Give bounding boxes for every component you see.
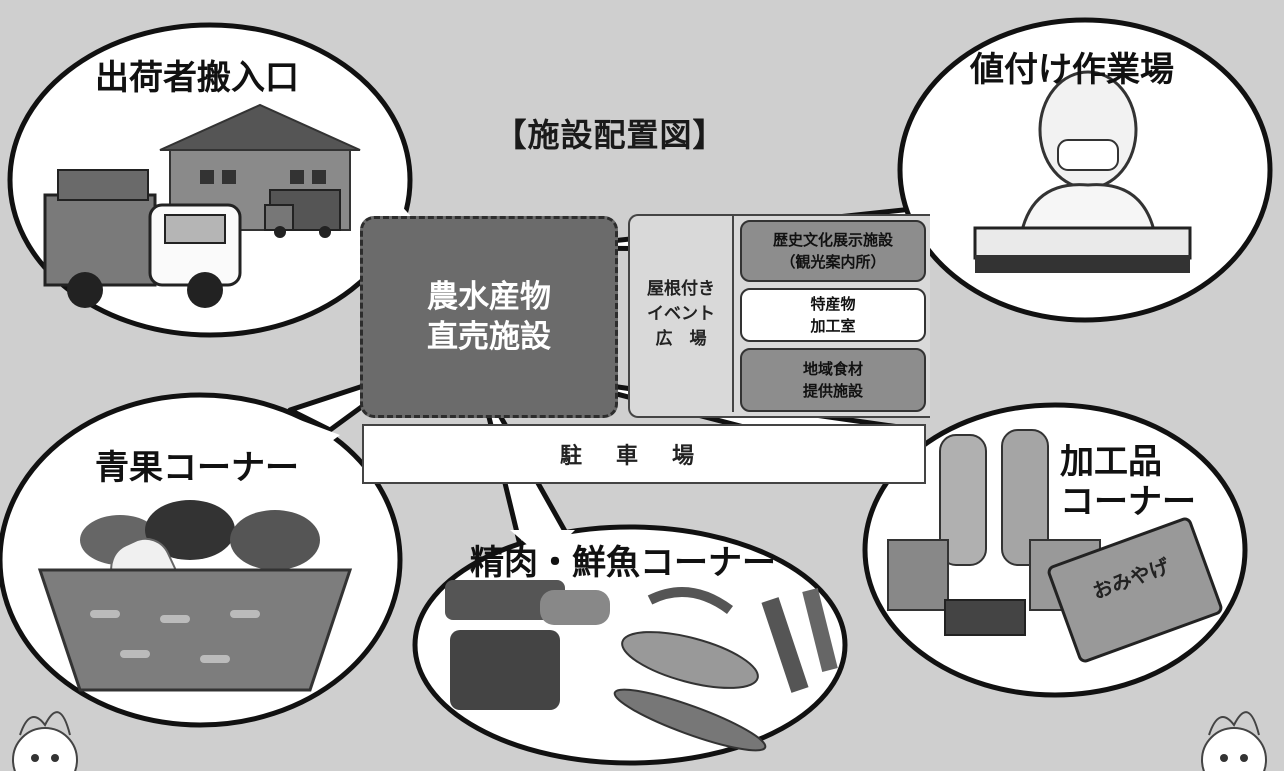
mascot-right-icon — [1201, 711, 1267, 771]
history-culture-room: 歴史文化展示施設 （観光案内所） — [740, 220, 926, 282]
processed-goods-icon: おみやげ — [887, 429, 1223, 663]
room-label-line1: 地域食材 — [802, 360, 863, 378]
parking-area: 駐車場 — [362, 424, 926, 484]
main-direct-sales-facility: 農水産物 直売施設 — [360, 216, 618, 418]
mascot-left-icon — [12, 711, 78, 771]
entrance-label: 出荷者搬入口 — [95, 58, 299, 98]
meat-fish-icon — [445, 580, 838, 752]
plaza-label-line1: 屋根付き — [647, 278, 715, 299]
vegetable-basket-icon — [37, 500, 353, 692]
room-label-line1: 歴史文化展示施設 — [772, 231, 893, 249]
main-facility-label-line2: 直売施設 — [427, 319, 551, 355]
main-facility-label-line1: 農水産物 — [427, 279, 551, 315]
event-plaza: 屋根付き イベント 広 場 — [630, 216, 734, 412]
processing-room: 特産物 加工室 — [740, 288, 926, 342]
produce-bubble — [0, 367, 415, 728]
diagram-title: 【施設配置図】 — [494, 116, 726, 154]
plaza-label-line2: イベント — [647, 303, 715, 324]
room-label-line2: （観光案内所） — [780, 253, 886, 271]
plaza-label-line3: 広 場 — [655, 328, 707, 349]
local-food-room: 地域食材 提供施設 — [740, 348, 926, 412]
truck-icon — [43, 169, 242, 308]
processed-label: 加工品 コーナー — [1060, 442, 1196, 522]
room-label-line1: 特産物 — [810, 295, 856, 313]
worker-icon — [973, 70, 1192, 273]
room-label-line2: 提供施設 — [802, 382, 863, 400]
room-label-line2: 加工室 — [810, 317, 856, 335]
processed-label-line2: コーナー — [1060, 482, 1196, 522]
processed-label-line1: 加工品 — [1060, 442, 1162, 482]
produce-label: 青果コーナー — [95, 448, 299, 488]
meat-fish-bubble — [412, 377, 848, 766]
pricing-label: 値付け作業場 — [970, 50, 1174, 90]
small-truck-icon — [264, 189, 341, 238]
meat-fish-label: 精肉・鮮魚コーナー — [470, 543, 776, 583]
